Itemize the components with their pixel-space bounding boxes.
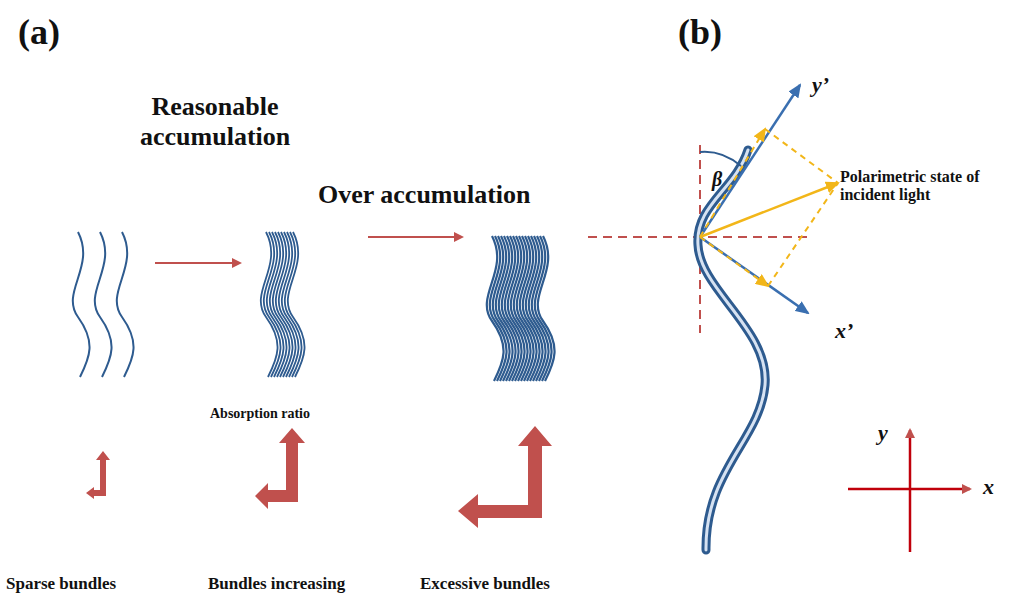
axis-arrow [700,85,800,237]
text-label: y [878,420,888,445]
polarization-arrow [700,183,838,237]
medium-fibers [261,232,305,377]
projection-line [700,237,768,286]
axis-arrow [909,430,912,552]
absorption-arrows [86,426,552,528]
text-label: x [983,474,994,499]
text-label: Excessive bundles [420,574,550,594]
text-label: Polarimetric state of incident light [840,168,1012,205]
sparse-fibers [73,232,134,377]
projection-line [768,183,838,286]
axis-arrow [848,488,970,491]
text-label: Bundles increasing [208,574,345,594]
text-label: Over accumulation [318,180,531,210]
projection-line [700,129,765,237]
text-label: Reasonable accumulation [140,92,290,152]
text-label: β [712,168,722,191]
process-arrow [155,262,240,264]
single-fiber [698,150,765,550]
dense-fibers [487,236,555,381]
text-label: (b) [678,12,722,53]
text-label: y’ [812,72,829,97]
angle-arc [700,152,741,166]
text-label: Sparse bundles [6,574,116,594]
text-label: Absorption ratio [210,406,310,422]
projection-line [765,129,838,183]
fiber-strand [288,232,305,377]
fiber-strand [538,236,555,381]
axis-arrow [700,237,808,313]
text-label: x’ [835,318,853,343]
text-label: (a) [18,12,60,53]
process-arrow [368,236,462,238]
